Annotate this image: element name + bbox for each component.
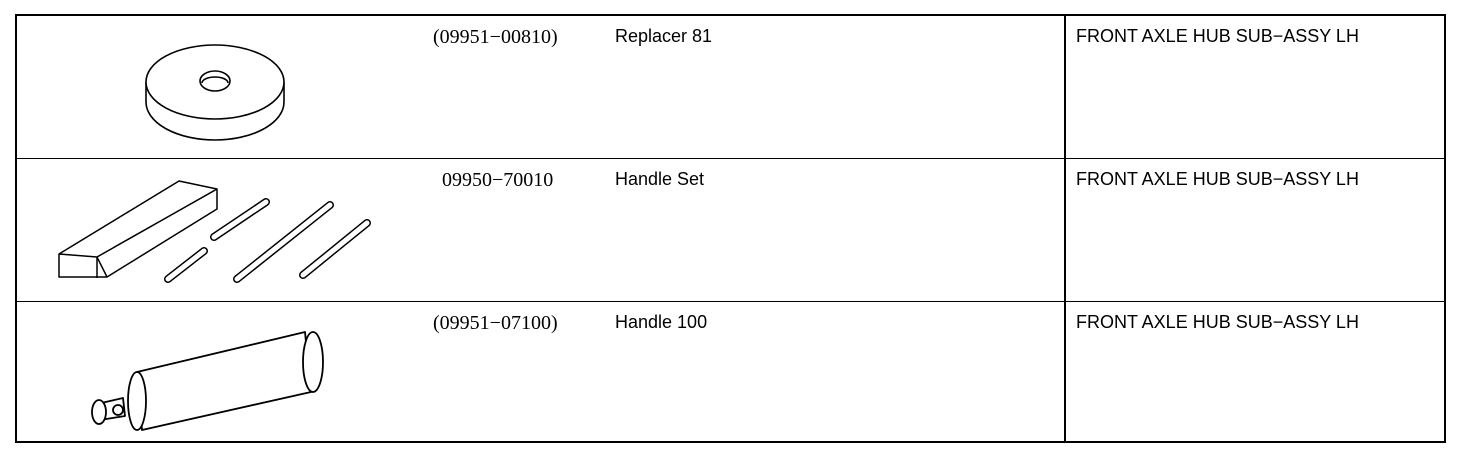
- handle-set-illustration: [17, 159, 417, 301]
- column-divider: [1064, 16, 1066, 441]
- sst-table: (09951−00810) Replacer 81 FRONT AXLE HUB…: [15, 14, 1446, 443]
- table-row: (09951−00810) Replacer 81 FRONT AXLE HUB…: [17, 16, 1444, 159]
- application: FRONT AXLE HUB SUB−ASSY LH: [1076, 26, 1359, 46]
- part-number: (09951−00810): [433, 26, 558, 48]
- application: FRONT AXLE HUB SUB−ASSY LH: [1076, 312, 1359, 332]
- handle-cylinder-illustration: [17, 302, 417, 442]
- part-number: 09950−70010: [442, 169, 554, 191]
- part-number: (09951−07100): [433, 312, 558, 334]
- tool-name: Replacer 81: [615, 26, 713, 46]
- application: FRONT AXLE HUB SUB−ASSY LH: [1076, 169, 1359, 189]
- table-row: 09950−70010 Handle Set FRONT AXLE HUB SU…: [17, 159, 1444, 302]
- replacer-disc-illustration: [17, 16, 417, 156]
- tool-name: Handle Set: [615, 169, 705, 189]
- table-row: (09951−07100) Handle 100 FRONT AXLE HUB …: [17, 302, 1444, 443]
- tool-name: Handle 100: [615, 312, 708, 332]
